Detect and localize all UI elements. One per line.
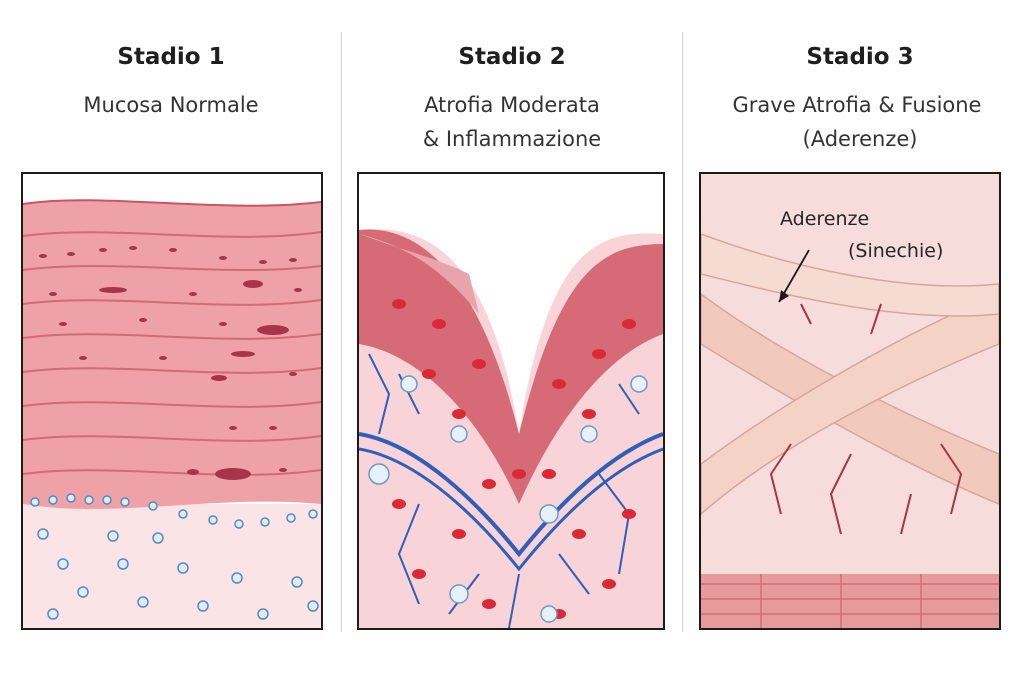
stage-3-title: Stadio 3 [806, 44, 914, 70]
stage-2-title: Stadio 2 [458, 44, 566, 70]
stage-1-title: Stadio 1 [117, 44, 225, 70]
blood-cells [392, 299, 636, 619]
basal-cells [30, 493, 319, 620]
stage-2-subtitle-line1: Atrofia Moderata [424, 93, 600, 117]
stage-2-illustration [357, 172, 665, 630]
stage-3-subtitle-line2: (Aderenze) [802, 127, 918, 151]
inflammatory-cells [368, 375, 648, 623]
epithelium-layers [23, 199, 321, 509]
stage-2-subtitle-line2: & Inflammazione [422, 127, 602, 151]
stage-3-subtitle-line1: Grave Atrofia & Fusione [732, 93, 982, 117]
nuclei [39, 246, 302, 480]
annotation-adhesions-line2: (Sinechie) [848, 240, 944, 262]
annotation-adhesions-line1: Aderenze [780, 208, 870, 230]
divider-1 [341, 32, 342, 632]
stage-3-illustration [699, 172, 1001, 630]
stage-1-illustration [21, 172, 323, 630]
stage-1-subtitle: Mucosa Normale [83, 93, 259, 117]
divider-2 [682, 32, 683, 632]
adhesion-vessels [769, 303, 963, 535]
